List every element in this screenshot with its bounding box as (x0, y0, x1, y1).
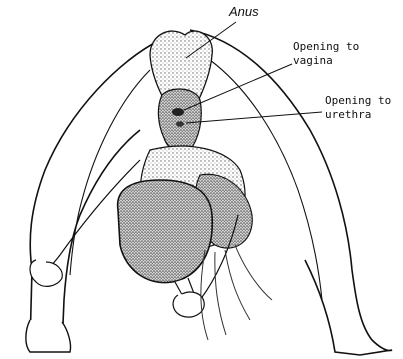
label-anus: Anus (229, 4, 259, 20)
label-urethra-opening: Opening to urethra (325, 94, 391, 122)
label-vagina-line1: Opening to (293, 40, 359, 54)
urethral-opening (176, 121, 184, 126)
vaginal-opening (172, 108, 184, 116)
label-vagina-opening: Opening to vagina (293, 40, 359, 68)
label-urethra-line1: Opening to (325, 94, 391, 108)
left-foot (26, 320, 71, 352)
genital-area (158, 89, 201, 152)
right-hand (173, 292, 204, 317)
hand-mirror (118, 180, 213, 283)
hair (201, 245, 272, 340)
label-vagina-line2: vagina (293, 54, 359, 68)
left-hand (30, 260, 62, 286)
label-urethra-line2: urethra (325, 108, 391, 122)
